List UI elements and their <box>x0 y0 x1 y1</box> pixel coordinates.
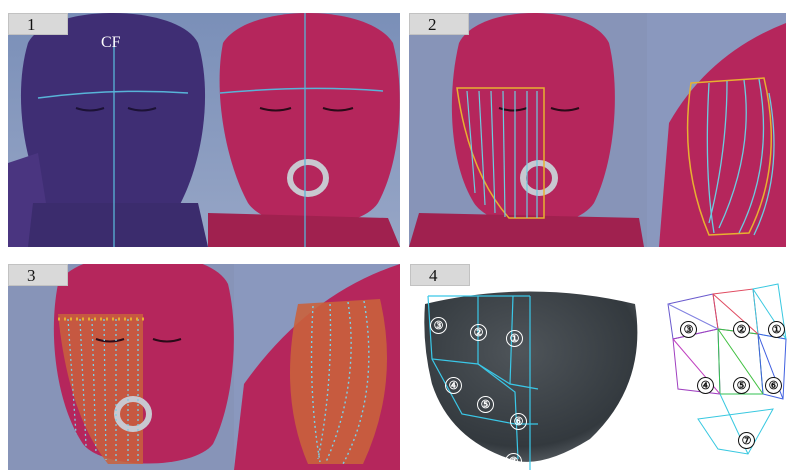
region-7-marker: ⑦ <box>505 453 522 470</box>
panel-1-label: 1 <box>8 13 68 35</box>
region-3-marker: ③ <box>430 317 447 334</box>
region-1-marker: ① <box>506 330 523 347</box>
panel-1: 1 CF <box>8 13 400 247</box>
cf-label-4: CF <box>520 274 540 292</box>
diagram-region-7: ⑦ <box>738 432 755 449</box>
panel-2-image <box>409 13 786 247</box>
panel-4-model <box>410 264 650 470</box>
panel-4-label: 4 <box>410 264 470 286</box>
panel-4: 4 CF ③ ② ① ④ ⑤ ⑥ ⑦ ③ ② ① ④ ⑤ ⑥ ⑦ <box>410 264 788 470</box>
panel-3-image <box>8 264 400 470</box>
region-mesh-diagram <box>658 279 788 464</box>
diagram-region-3: ③ <box>680 321 697 338</box>
region-4-marker: ④ <box>445 377 462 394</box>
diagram-region-4: ④ <box>697 377 714 394</box>
panel-3-label: 3 <box>8 264 68 286</box>
diagram-region-2: ② <box>733 321 750 338</box>
panel-1-image <box>8 13 400 247</box>
diagram-region-6: ⑥ <box>765 377 782 394</box>
region-5-marker: ⑤ <box>477 396 494 413</box>
region-6-marker: ⑥ <box>510 413 527 430</box>
diagram-region-5: ⑤ <box>733 377 750 394</box>
cf-label: CF <box>101 34 121 52</box>
region-2-marker: ② <box>470 324 487 341</box>
diagram-region-1: ① <box>768 321 785 338</box>
panel-2: 2 <box>409 13 786 247</box>
panel-3: 3 <box>8 264 400 470</box>
panel-2-label: 2 <box>409 13 469 35</box>
